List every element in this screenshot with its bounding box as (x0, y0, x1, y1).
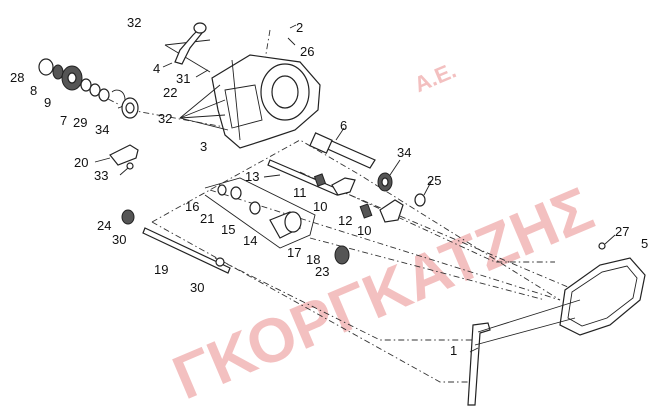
label-9: 9 (44, 95, 51, 110)
label-21: 21 (200, 211, 214, 226)
small-gear (334, 245, 350, 265)
label-23: 23 (315, 264, 329, 279)
label-25: 25 (427, 173, 441, 188)
label-22: 22 (163, 85, 177, 100)
label-30-upper: 30 (112, 232, 126, 247)
label-11: 11 (293, 185, 307, 200)
label-6: 6 (340, 118, 347, 133)
output-shaft (309, 132, 376, 169)
crankcase-housing (211, 54, 321, 149)
cover-gasket (559, 242, 646, 336)
label-12: 12 (338, 213, 352, 228)
label-33: 33 (94, 168, 108, 183)
label-10-upper: 10 (313, 199, 327, 214)
lower-shaft (121, 209, 231, 274)
label-16: 16 (185, 199, 199, 214)
drum-assembly (204, 177, 316, 249)
label-19: 19 (154, 262, 168, 277)
label-leaders (94, 24, 616, 353)
right-bearing (377, 172, 393, 192)
watermark-suffix: Α.Ε. (411, 57, 460, 97)
label-31: 31 (176, 71, 190, 86)
bracket-part (109, 144, 139, 170)
label-15: 15 (221, 222, 235, 237)
part-labels: 32 2 26 4 31 28 8 9 22 7 29 32 34 3 6 20… (10, 15, 648, 358)
label-27: 27 (615, 224, 629, 239)
assembly-lines (59, 29, 576, 383)
label-20: 20 (74, 155, 88, 170)
label-4: 4 (153, 61, 160, 76)
left-gear-stack (38, 58, 139, 119)
shift-lever (174, 22, 207, 65)
label-32-top: 32 (127, 15, 141, 30)
shift-rod (467, 299, 581, 406)
label-14: 14 (243, 233, 257, 248)
fork-assembly (267, 159, 404, 223)
label-24: 24 (97, 218, 111, 233)
label-8: 8 (30, 83, 37, 98)
label-32-mid: 32 (158, 111, 172, 126)
label-34-left: 34 (95, 122, 109, 137)
seal-ring (414, 193, 426, 207)
label-13: 13 (245, 169, 259, 184)
label-28: 28 (10, 70, 24, 85)
label-29: 29 (73, 115, 87, 130)
screw-leaders (164, 39, 229, 131)
label-2: 2 (296, 20, 303, 35)
label-30-lower: 30 (190, 280, 204, 295)
label-18: 18 (306, 252, 320, 267)
label-3: 3 (200, 139, 207, 154)
label-17: 17 (287, 245, 301, 260)
label-7: 7 (60, 113, 67, 128)
label-10-lower: 10 (357, 223, 371, 238)
label-1: 1 (450, 343, 457, 358)
label-34-right: 34 (397, 145, 411, 160)
label-26: 26 (300, 44, 314, 59)
label-5: 5 (641, 236, 648, 251)
